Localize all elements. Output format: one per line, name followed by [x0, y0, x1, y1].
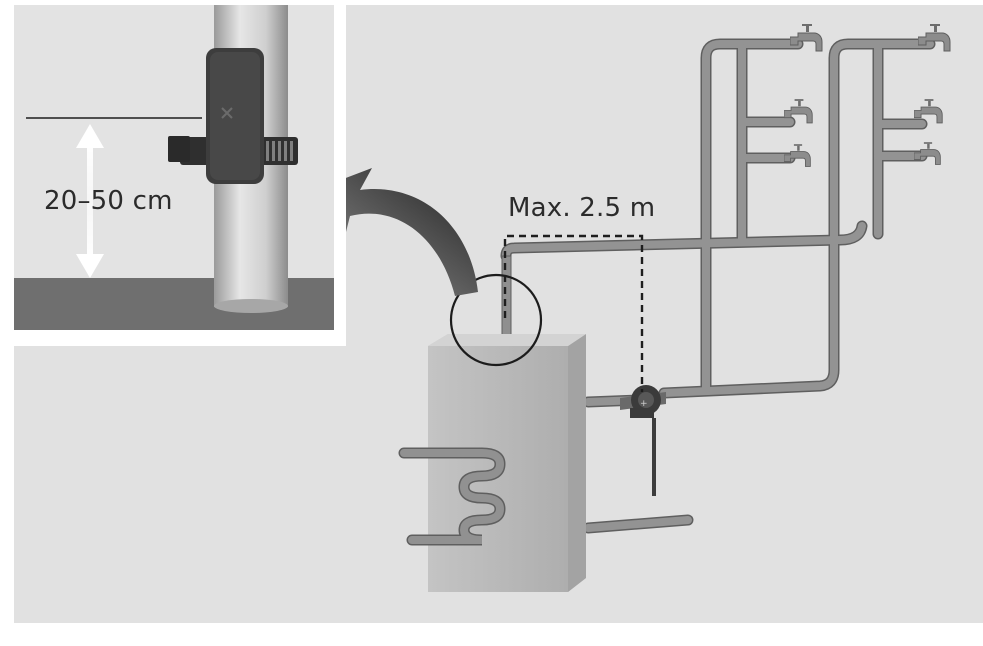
zoom-circle — [449, 273, 543, 367]
max-length-label: Max. 2.5 m — [508, 193, 656, 223]
double-arrow-icon — [76, 124, 104, 278]
max-length-indicator — [503, 234, 644, 392]
pump-icon: + — [620, 385, 666, 496]
sensor-device-icon — [206, 48, 264, 184]
curved-arrow-icon — [309, 168, 478, 296]
inset-detail — [0, 0, 346, 346]
sensor-distance-label: 20–50 cm — [44, 186, 173, 216]
water-tank — [428, 334, 586, 592]
heating-coil-icon — [398, 447, 506, 546]
svg-text:+: + — [640, 399, 648, 409]
